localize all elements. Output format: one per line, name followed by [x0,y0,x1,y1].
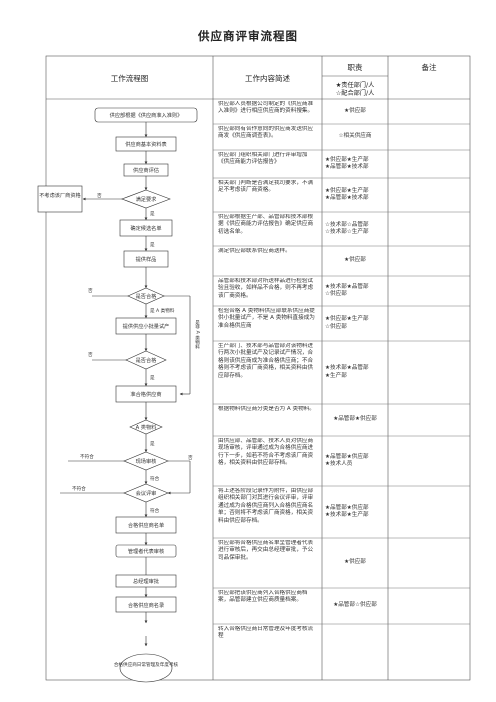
row-duty: ★供应部 [344,559,366,566]
flow-mgr-label: 管理者代表审核 [128,547,164,555]
page-title: 供应商评审流程图 [198,29,298,43]
header-duty: 职责 [347,63,363,72]
row-description: 满足供应部联系供应商送样。 [218,248,291,254]
flow-daily-mgmt-label: 合格供应商日常管理及年度考核 [114,661,179,668]
flow-sample-ok-diamond [127,287,165,305]
flow-meet-label: 满足要求 [136,195,158,203]
no-label-2: 否 [88,288,93,294]
row-duty: ★技术部★品管部 ☆供应部 [325,283,369,297]
header-content: 工作内容简述 [245,74,290,83]
flow-site-audit-label: 现场审核 [136,457,157,465]
non-a-material-label: 是非 A 类物料 [195,320,201,351]
flow-small-batch-box [115,317,177,335]
flow-meet-diamond [121,189,171,209]
flow-basic-form-box [115,136,177,152]
row-duty: ☆相关供应商 [338,133,372,140]
row-duty: ★供应部★生产部 ★品管部★技术部 [325,187,369,201]
flow-batch-ok-label: 是否合格 [136,356,158,364]
flow-confirm-list-label: 确定候选名单 [130,224,161,232]
row-duty: ★供应部★生产部 ☆供应部 [325,316,369,330]
row-duty: ★品管部★供应部 ★技术人员 [325,453,369,467]
flow-not-candidate-box [37,185,83,213]
row-description: 生产部门、技术部与品管部对该物料进行两次小批量试产及记录试产情况，合格则该供应商… [218,343,314,379]
row-duty: ★品管部★供应部 [333,416,377,423]
flow-qualified-supplier-label: 合格供应商名单 [128,521,164,529]
flow-small-batch-label: 提供供应小批量试产 [123,322,170,330]
row-description: 转入合格供应商日常管理及年度考核流程 [218,626,314,640]
not-comply-label-1: 不符合 [80,453,94,460]
row-duty: ★供应部★生产部 ★品管部★技术部 [325,156,369,170]
yes-label-2: 是 [150,242,155,248]
flow-supplier-req-label: 供应部根据《供应商准入准则》 [110,111,183,119]
row-description: 检验合格 A 类物料供应部联系供应商提供小批量试产，不是 A 类物料直接成为准合… [218,308,315,329]
flow-site-audit-diamond [123,451,169,471]
row-duty: ★品管部☆供应部 [333,602,377,609]
row-description: 供应部把该供应商列入合格供应商档案，品管部建立供应商质量档案。 [218,590,308,604]
flow-not-candidate-label: 不考虑该厂商资格 [39,191,81,199]
header-flow: 工作流程图 [110,74,149,83]
legend-primary: ★责任部门/人 [335,82,375,89]
row-description: 供应部根据生产部、品管部和技术部根据《供应商能力评估报告》确定供应商初选名单。 [218,214,314,235]
row-description: 供应部人员根据公司制定的《供应商准入准则》进行相应供应商的资料搜集。 [218,101,314,115]
flow-supplier-req-box [94,107,198,123]
no-label-1: 否 [97,193,102,199]
comply-label-1: 符合 [150,475,160,482]
row-description: 供应部向有合作意向的供应商发送供应商发《供应商调查表》。 [218,126,314,140]
flow-sample-ok-label: 是否合格 [136,292,158,300]
a-material-label: 是 A 类物料 [150,307,175,314]
flow-confirm-list-box [119,219,173,237]
row-duty: ★技术部★品管部 ★生产部 [325,365,369,379]
flow-gm-box [115,574,177,588]
flow-qualified-list-box [115,385,177,403]
row-duty: ★品管部★供应部 ★技术部★生产部 [325,504,369,518]
flow-qualified-supplier-box [115,516,177,534]
row-description: 将上述各阶段记录作为附件，由供应部组织相关部门对其进行会议评审，评审通过成为合格… [218,488,314,524]
no-label-3: 否 [88,352,93,358]
row-duty: ☆技术部☆品管部 ☆技术部☆生产部 [325,221,369,235]
flow-sample-label: 提供样品 [136,255,157,263]
flow-qualified-record-box [115,596,177,613]
flow-a-class-diamond [129,419,163,435]
row-description: 供应部将合格供应商名单呈管理者代表进行审核后，再交由总经理审批，予公司品保审批。 [218,540,314,561]
row-description: 由供应部、品管部、技术人员对供应商现场审核，评审通过成为合格供应商进行下一步，如… [218,438,314,467]
row-description: 根据物料供应商分类是否为 A 类物料。 [218,406,315,412]
yes-label-4: 是 [150,441,155,447]
no-label-4: 否 [188,455,193,461]
flow-basic-form-label: 供应商基本资料表 [125,140,167,148]
row-duty: ★供应部 [344,107,366,114]
row-duty: ★供应部 [344,257,366,264]
flow-meeting-label: 会议评审 [136,489,157,497]
row-description: 相关部门判断是否满足我司要求，不满足不考虑该厂商资格。 [218,180,314,194]
row-description: 品管部和技术部对所送样品进行检验试验且验收，如样品不合格，则不再考虑该厂商资格。 [218,278,314,299]
row-description: 供应部门组织相关部门进行评审增加《供应商能力评估报告》 [218,152,308,166]
flow-qualified-list-label: 准合格供应商 [130,390,161,398]
flow-qualified-record-label: 合格供应商名录 [128,601,164,609]
legend-secondary: ☆配合部门/人 [335,90,375,97]
flow-meeting-diamond [123,483,169,503]
comply-label-2: 符合 [150,507,160,514]
flow-eval-label: 供应商评估 [133,166,159,174]
flow-mgr-box [115,544,177,558]
flow-eval-box [123,163,169,177]
yes-label-3: 是 [150,375,155,381]
yes-label-1: 是 [150,211,155,217]
not-comply-label-2: 不符合 [72,485,86,492]
flow-gm-label: 总经理审批 [133,577,159,585]
flow-a-class-label: A 类物料 [136,423,157,431]
flow-batch-ok-diamond [125,350,167,370]
flow-daily-mgmt-ellipse [119,653,173,683]
flow-sample-box [123,250,169,268]
header-remark: 备注 [421,63,437,72]
